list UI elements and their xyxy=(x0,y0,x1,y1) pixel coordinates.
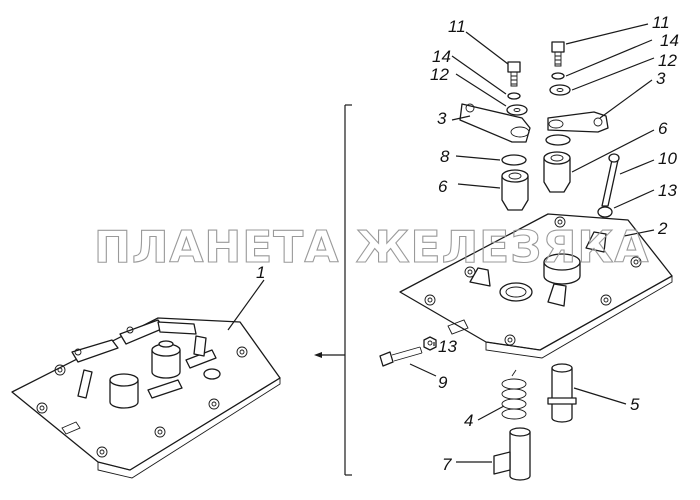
exploded-plate xyxy=(399,213,673,359)
callout-3-right: 3 xyxy=(656,69,666,88)
callout-9: 9 xyxy=(438,373,448,392)
callout-3-left: 3 xyxy=(437,109,447,128)
lever-3-right xyxy=(547,111,609,133)
callout-6-left: 6 xyxy=(438,177,448,196)
callout-14-left: 14 xyxy=(432,47,451,66)
nut-13 xyxy=(423,336,437,351)
lever-3-left xyxy=(459,103,531,143)
callout-1: 1 xyxy=(256,263,265,282)
callout-13-bottom: 13 xyxy=(438,337,457,356)
rod-10 xyxy=(601,159,619,207)
callout-8: 8 xyxy=(440,147,450,166)
callout-12-left: 12 xyxy=(430,65,449,84)
callout-2: 2 xyxy=(657,219,668,238)
callout-12-right: 12 xyxy=(658,51,677,70)
callout-7: 7 xyxy=(442,455,452,474)
callout-11-left: 11 xyxy=(448,17,466,36)
arrow-head xyxy=(314,352,322,358)
callout-14-right: 14 xyxy=(660,31,679,50)
bolt-9 xyxy=(379,351,394,367)
spring-4 xyxy=(501,369,527,420)
leader-lines xyxy=(227,23,655,463)
exploded-bottom-parts xyxy=(379,336,577,481)
assembly-bracket xyxy=(314,104,352,476)
callout-5: 5 xyxy=(630,395,640,414)
callout-10: 10 xyxy=(658,149,677,168)
watermark-text: ПЛАНЕТА ЖЕЛЕЗЯКА xyxy=(94,222,649,273)
callout-4: 4 xyxy=(464,411,473,430)
callout-13-top: 13 xyxy=(658,181,677,200)
bracket-7 xyxy=(509,431,531,481)
bolt-11-right xyxy=(551,41,565,53)
exploded-top-parts xyxy=(459,41,620,218)
assembled-base-plate xyxy=(11,317,281,471)
callout-11-right: 11 xyxy=(652,13,670,32)
pin-5 xyxy=(551,367,573,423)
assembled-plate-unit xyxy=(11,317,281,479)
bolt-11-left xyxy=(507,61,521,73)
callout-6-right: 6 xyxy=(658,119,668,138)
callout-labels: 1 2 3 3 4 5 6 6 7 8 9 10 11 11 12 12 13 … xyxy=(256,13,679,474)
